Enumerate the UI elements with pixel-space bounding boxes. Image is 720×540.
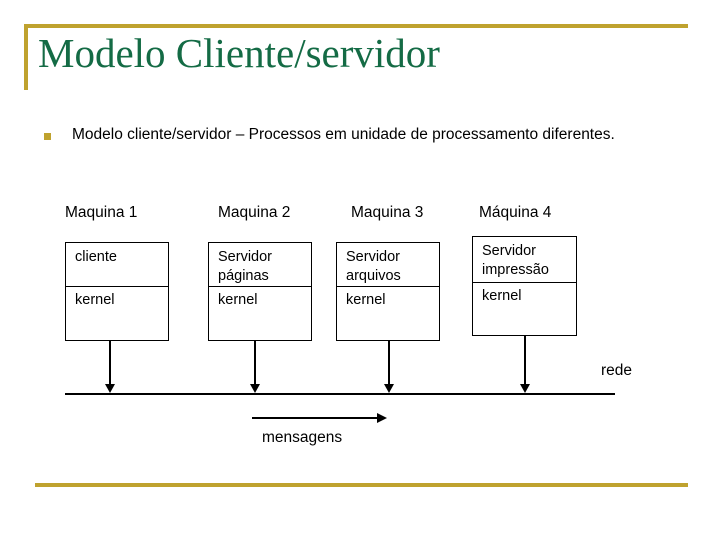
machine-box-2-lower-label: kernel	[218, 292, 258, 308]
square-bullet-icon	[44, 133, 51, 140]
machine-box-4-lower-label: kernel	[482, 288, 522, 304]
machine-box-4-upper-label: Servidor impressão	[482, 243, 549, 278]
column-header-machine-4: Máquina 4	[479, 204, 552, 221]
machine-box-4: Servidor impressão kernel	[472, 236, 577, 336]
messages-arrow	[252, 412, 387, 425]
drop-arrow-machine-2	[250, 341, 260, 393]
machine-box-4-lower: kernel	[473, 282, 576, 335]
machine-box-1-lower-label: kernel	[75, 292, 115, 308]
machine-box-3-upper: Servidor arquivos	[337, 243, 439, 287]
title-left-rule	[24, 24, 28, 90]
machine-box-1-lower: kernel	[66, 286, 168, 340]
footer-rule	[35, 483, 688, 487]
machine-box-3: Servidor arquivos kernel	[336, 242, 440, 341]
bullet-text: Modelo cliente/servidor – Processos em u…	[72, 126, 615, 143]
column-header-machine-3: Maquina 3	[351, 204, 424, 221]
column-header-machine-1: Maquina 1	[65, 204, 138, 221]
machine-box-2-upper: Servidor páginas	[209, 243, 311, 287]
machine-box-1-upper-label: cliente	[75, 249, 117, 265]
machine-box-2: Servidor páginas kernel	[208, 242, 312, 341]
machine-box-3-lower-label: kernel	[346, 292, 386, 308]
machine-box-3-lower: kernel	[337, 286, 439, 340]
drop-arrow-machine-3	[384, 341, 394, 393]
drop-arrow-machine-1	[105, 341, 115, 393]
machine-box-2-lower: kernel	[209, 286, 311, 340]
machine-box-1: cliente kernel	[65, 242, 169, 341]
network-bus-line	[65, 393, 615, 395]
machine-box-1-upper: cliente	[66, 243, 168, 287]
machine-box-3-upper-label: Servidor arquivos	[346, 249, 401, 284]
messages-label: mensagens	[262, 429, 343, 446]
column-header-machine-2: Maquina 2	[218, 204, 291, 221]
drop-arrow-machine-4	[520, 336, 530, 393]
machine-box-2-upper-label: Servidor páginas	[218, 249, 272, 284]
machine-box-4-upper: Servidor impressão	[473, 237, 576, 283]
network-label: rede	[601, 362, 633, 379]
page-title: Modelo Cliente/servidor	[38, 30, 440, 76]
title-top-rule	[24, 24, 688, 28]
